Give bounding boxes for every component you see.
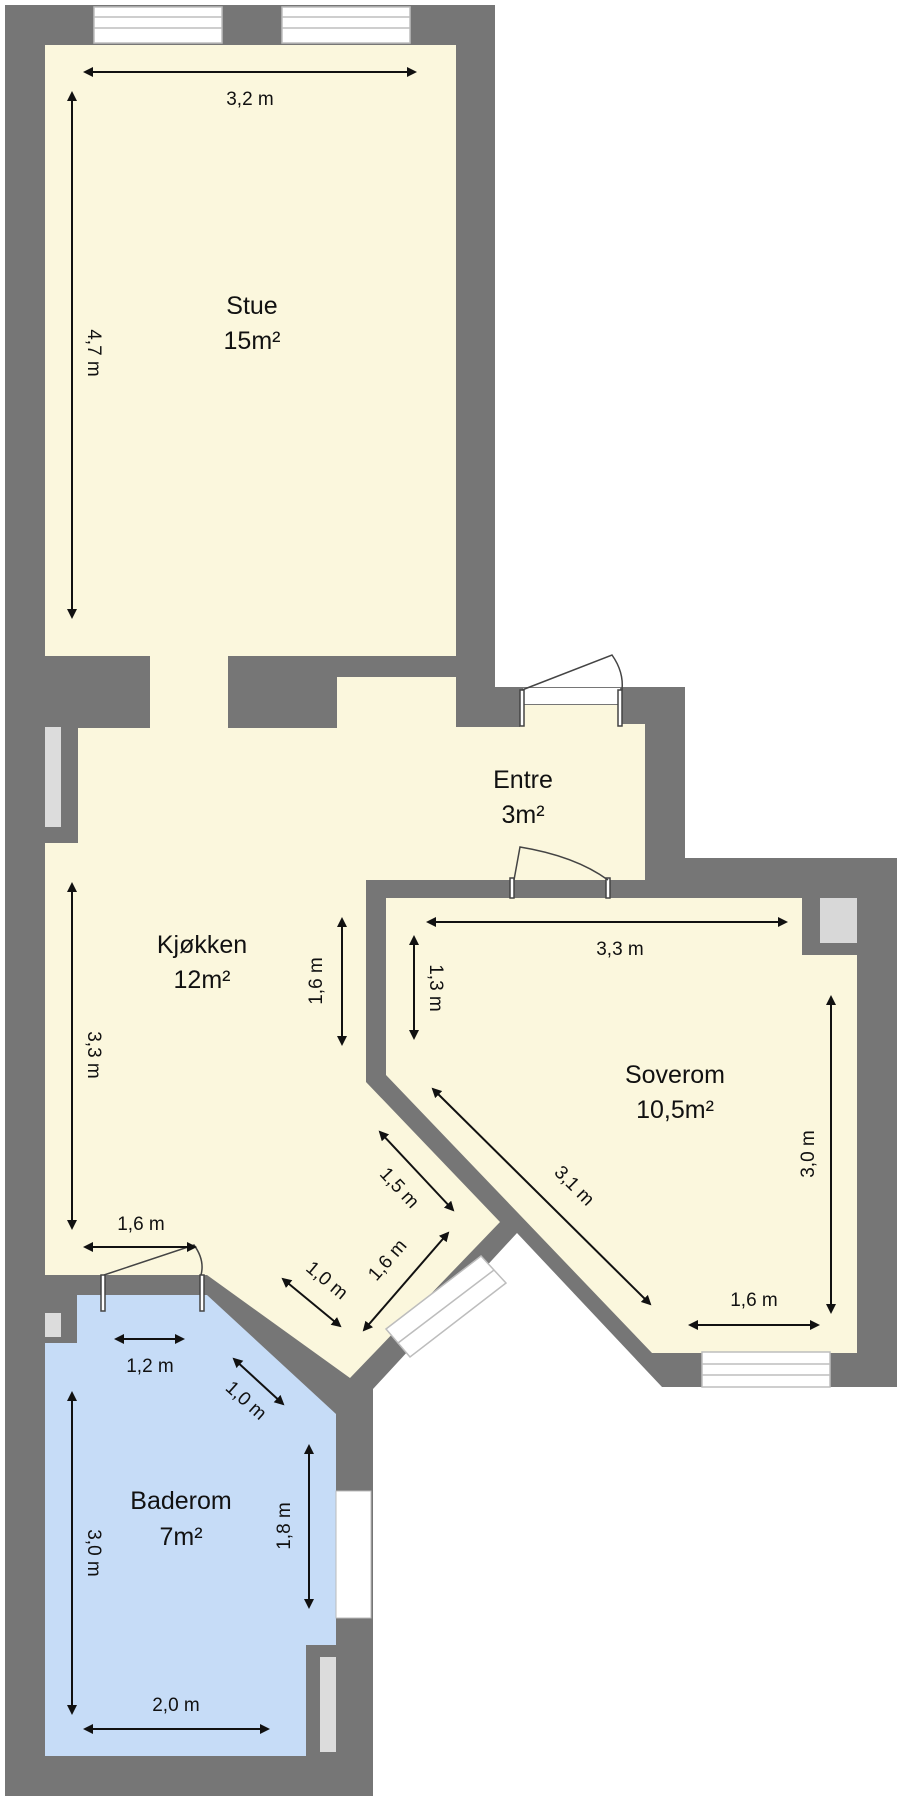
dim-bad-right: 1,8 m [274, 1502, 295, 1550]
soverom-column [820, 898, 857, 943]
dim-bad-height: 3,0 m [83, 1529, 104, 1577]
dim-line-soverom-diag [431, 1087, 652, 1306]
window-top-1 [93, 6, 223, 44]
stue-kitchen-opening [150, 654, 228, 728]
dim-soverom-left: 1,3 m [425, 964, 446, 1012]
door-entre [519, 654, 624, 727]
stue-floor [45, 45, 456, 656]
dim-line-kitchen-diag3 [281, 1277, 342, 1328]
fixtures [45, 727, 857, 1752]
window-bath-right [335, 1490, 372, 1619]
dim-kitchen-inner: 1,6 m [306, 957, 327, 1005]
room-baderom-name: Baderom [130, 1487, 231, 1515]
dim-stue-height: 4,7 m [83, 329, 104, 377]
room-entre-name: Entre [493, 766, 553, 794]
room-kjokken-area: 12m² [174, 966, 231, 994]
dim-stue-width: 3,2 m [226, 89, 274, 110]
dim-soverom-right: 3,0 m [798, 1130, 819, 1178]
dim-bad-bottom: 2,0 m [152, 1695, 200, 1716]
dim-bad-top: 1,2 m [126, 1356, 174, 1377]
window-left-kitchen [45, 727, 61, 827]
dim-kitchen-height: 3,3 m [83, 1031, 104, 1079]
room-entre-area: 3m² [501, 801, 544, 829]
baderom-floor [45, 1295, 336, 1756]
room-baderom-area: 7m² [159, 1523, 202, 1551]
dim-soverom-width: 3,3 m [596, 939, 644, 960]
dim-soverom-bottom: 1,6 m [730, 1290, 778, 1311]
window-soverom-bottom [701, 1351, 831, 1388]
room-soverom-name: Soverom [625, 1061, 725, 1089]
floors [45, 45, 857, 1756]
room-stue-area: 15m² [224, 327, 281, 355]
doors [100, 654, 624, 1312]
dim-line-bad-diag [232, 1357, 285, 1406]
room-kjokken-name: Kjøkken [157, 931, 247, 959]
room-labels: Stue 15m² Entre 3m² Kjøkken 12m² Soverom… [130, 292, 725, 1551]
room-soverom-area: 10,5m² [636, 1096, 714, 1124]
entre-door-area [523, 688, 620, 704]
window-bath-bottom [320, 1657, 336, 1752]
room-stue-name: Stue [226, 292, 277, 320]
window-left-bath [45, 1313, 61, 1337]
window-top-2 [281, 6, 411, 44]
dimension-lines [67, 67, 836, 1734]
door-soverom [509, 846, 611, 899]
dim-kitchen-bottom: 1,6 m [117, 1214, 165, 1235]
